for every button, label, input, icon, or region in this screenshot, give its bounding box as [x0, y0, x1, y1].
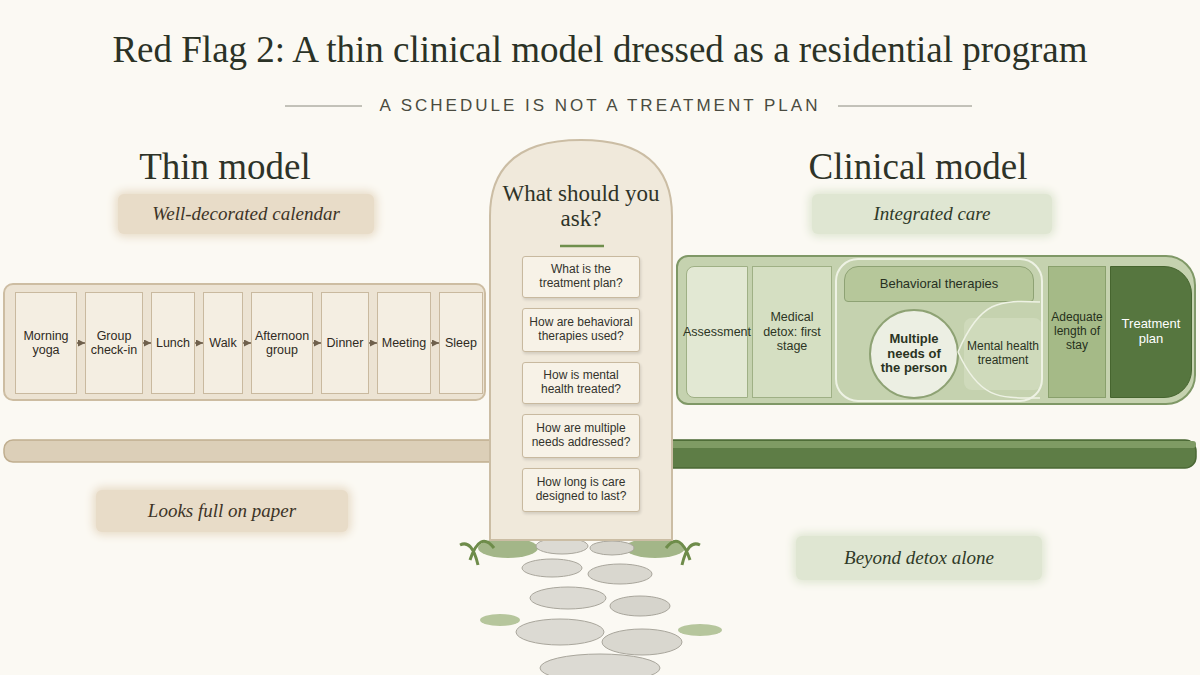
heading-underline: [560, 245, 604, 248]
stepping-stone: [522, 559, 582, 577]
node-text: Group check-in: [88, 329, 140, 358]
stepping-stone: [540, 654, 660, 675]
node-text: Sleep: [445, 336, 477, 350]
subtitle-rule: [285, 106, 362, 107]
node-text: Afternoon group: [254, 329, 310, 358]
caption-tag: Beyond detox alone: [796, 536, 1042, 580]
care-component: Treatment plan: [1110, 266, 1192, 398]
node-text: Meeting: [382, 336, 426, 350]
care-component: Assessment: [686, 266, 748, 398]
schedule-step: Group check-in: [85, 292, 143, 394]
node-text: Beyond detox alone: [844, 547, 994, 569]
care-component: Medical detox: first stage: [752, 266, 832, 398]
flow-arrow: [195, 342, 203, 344]
node-text: Dinner: [327, 336, 364, 350]
stepping-stone: [530, 587, 606, 609]
node-text: Well-decorated calendar: [152, 203, 340, 225]
flow-arrow: [143, 342, 151, 344]
clinical-stem-highlight: [640, 441, 1196, 448]
question-box: What is the treatment plan?: [522, 256, 640, 298]
flow-arrow: [431, 342, 439, 344]
node-text: Treatment plan: [1115, 317, 1187, 347]
flow-arrow: [243, 342, 251, 344]
care-core-outline: [836, 259, 1042, 401]
question-box: How are multiple needs addressed?: [522, 414, 640, 458]
diagram-title: Red Flag 2: A thin clinical model dresse…: [0, 28, 1200, 71]
tablet-shape: [490, 140, 672, 540]
stepping-stone: [610, 596, 670, 616]
subtitle-rule: [838, 106, 972, 107]
node-text: How are behavioral therapies used?: [529, 316, 633, 344]
section-band: Clinical modelAssessmentMedical detox: f…: [676, 255, 1196, 405]
schedule-step: Dinner: [321, 292, 369, 394]
node-text: Medical detox: first stage: [755, 310, 829, 353]
care-flow-lines: [958, 301, 1040, 398]
node-text: How long is care designed to last?: [529, 476, 633, 504]
node-text: Lunch: [156, 336, 190, 350]
flow-arrow: [313, 342, 321, 344]
caption-tag: Well-decorated calendar: [118, 194, 374, 234]
node-text: Multiple needs of the person: [880, 332, 948, 377]
node-text: Mental health treatment: [966, 340, 1040, 368]
node-text: What is the treatment plan?: [529, 263, 633, 291]
node-text: Morning yoga: [18, 329, 74, 358]
schedule-step: Walk: [203, 292, 243, 394]
node-text: Assessment: [683, 325, 751, 339]
caption-tag: Integrated care: [812, 194, 1052, 234]
flow-arrow: [369, 342, 377, 344]
node-text: Walk: [209, 336, 236, 350]
moss: [678, 624, 722, 636]
flow-arrow: [77, 342, 85, 344]
care-component: Behavioral therapies: [844, 266, 1034, 302]
stepping-stone: [516, 619, 604, 645]
stepping-stone: [602, 629, 682, 655]
schedule-step: Meeting: [377, 292, 431, 394]
node-text: How is mental health treated?: [529, 369, 633, 397]
thin-stem-ribbon: [4, 440, 524, 462]
caption-tag: Looks full on paper: [96, 490, 348, 532]
care-component: Adequate length of stay: [1048, 266, 1106, 398]
section-heading: Thin model: [100, 144, 350, 190]
stepping-stone: [590, 541, 634, 555]
node-text: Behavioral therapies: [880, 277, 999, 292]
schedule-step: Lunch: [151, 292, 195, 394]
schedule-step: Sleep: [439, 292, 483, 394]
question-box: How is mental health treated?: [522, 362, 640, 404]
clinical-stem-ribbon: [640, 440, 1196, 468]
section-heading: What should you ask?: [496, 174, 666, 238]
question-box: How are behavioral therapies used?: [522, 308, 640, 352]
circle-shape: [870, 310, 958, 398]
schedule-step: Afternoon group: [251, 292, 313, 394]
subtitle-label: A SCHEDULE IS NOT A TREATMENT PLAN: [0, 96, 1200, 116]
node-text: Integrated care: [874, 203, 991, 225]
node-text: Adequate length of stay: [1051, 311, 1103, 352]
node-text: How are multiple needs addressed?: [529, 422, 633, 450]
stepping-stone: [588, 564, 652, 584]
care-component: Mental health treatment: [964, 318, 1042, 390]
node-text: Looks full on paper: [148, 500, 296, 522]
needs-circle: Multiple needs of the person: [868, 308, 960, 400]
section-heading: Clinical model: [788, 144, 1048, 190]
question-box: How long is care designed to last?: [522, 468, 640, 512]
moss: [480, 614, 520, 626]
question-tablet: What should you ask? What is the treatmen…: [488, 138, 674, 542]
section-band: Thin modelMorning yogaGroup check-inLunc…: [3, 283, 486, 401]
schedule-step: Morning yoga: [15, 292, 77, 394]
